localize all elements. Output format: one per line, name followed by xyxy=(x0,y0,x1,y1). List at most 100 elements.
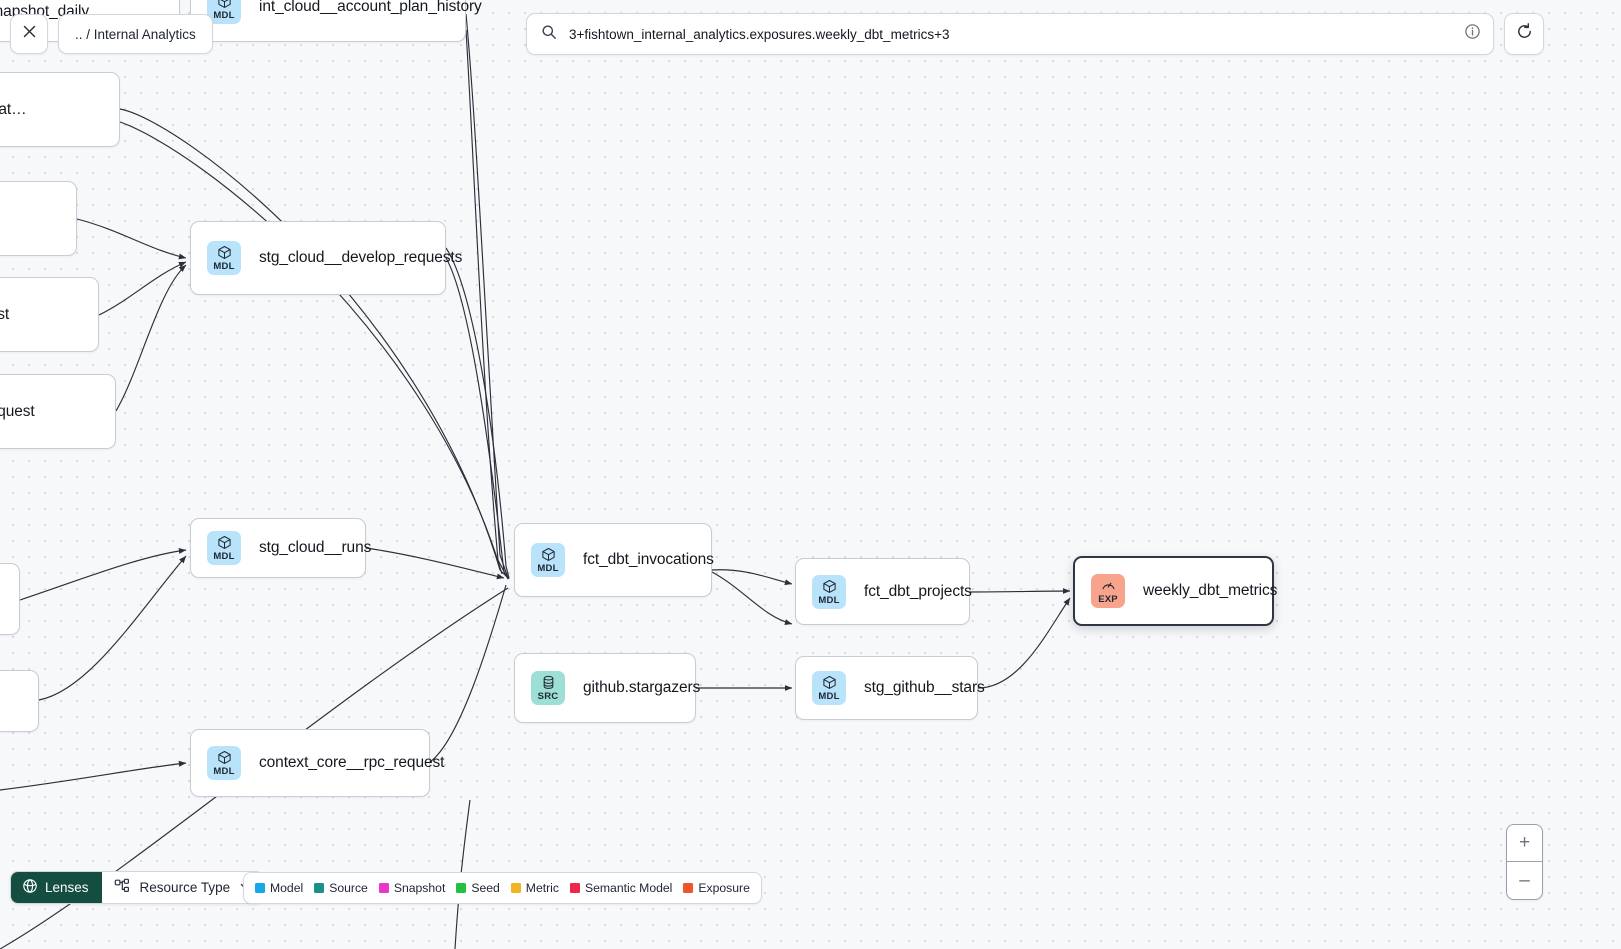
node-label: fct_dbt_invocations xyxy=(583,551,714,568)
node-label: fct_dbt_projects xyxy=(864,582,972,600)
node-type-label: EXP xyxy=(1098,594,1118,605)
legend-item[interactable]: Metric xyxy=(510,881,559,895)
resource-type-icon xyxy=(114,878,131,898)
database-icon xyxy=(541,675,556,690)
node-type-label: MDL xyxy=(213,551,235,562)
graph-node[interactable]: MDL fct_dbt_invocations xyxy=(514,523,714,597)
cube-icon xyxy=(822,675,837,690)
graph-node[interactable]: p_request xyxy=(0,181,77,256)
edge xyxy=(969,588,1071,594)
lenses-label: Lenses xyxy=(45,880,89,895)
graph-node[interactable]: _run xyxy=(0,670,39,732)
breadcrumb[interactable]: .. / Internal Analytics xyxy=(58,14,213,54)
node-type-label: MDL xyxy=(537,563,559,574)
node-type-badge: MDL xyxy=(207,531,241,565)
node-type-badge: MDL xyxy=(812,574,846,609)
cube-icon xyxy=(822,579,837,594)
edge xyxy=(119,121,503,575)
node-type-label: MDL xyxy=(213,766,235,777)
node-label: velop_request xyxy=(0,305,10,323)
graph-node[interactable]: MDL stg_cloud__develop_requests xyxy=(190,221,462,295)
graph-node[interactable]: n xyxy=(0,563,20,635)
legend-label: Snapshot xyxy=(393,881,446,895)
cube-icon xyxy=(217,750,232,765)
edge xyxy=(711,571,793,626)
node-label: github.stargazers xyxy=(583,679,701,696)
lens-icon xyxy=(22,878,38,897)
zoom-in-button[interactable]: + xyxy=(1507,825,1542,862)
legend-swatch xyxy=(314,883,325,893)
legend-swatch xyxy=(255,883,265,893)
refresh-button[interactable] xyxy=(1504,13,1544,55)
edge xyxy=(429,584,507,763)
node-type-label: MDL xyxy=(213,261,235,272)
info-icon[interactable] xyxy=(1464,23,1481,45)
node-label: stg_cloud__develop_requests xyxy=(259,249,463,266)
zoom-out-button[interactable]: – xyxy=(1519,869,1530,891)
close-button[interactable] xyxy=(10,14,48,54)
node-label: multicell_migrat… xyxy=(0,100,27,118)
edge xyxy=(711,569,793,586)
legend-item[interactable]: Semantic Model xyxy=(569,881,672,895)
legend-label: Model xyxy=(270,881,304,895)
lenses-button[interactable]: Lenses xyxy=(11,872,102,903)
edge xyxy=(445,257,510,580)
edge xyxy=(115,264,187,412)
graph-node[interactable]: MDL stg_github__stars xyxy=(795,656,985,720)
node-label: stg_cloud__runs xyxy=(259,539,372,556)
graph-node[interactable]: MDL stg_cloud__runs xyxy=(190,518,371,578)
legend-label: Metric xyxy=(525,881,559,895)
node-label: _develop_request xyxy=(0,402,35,420)
lenses-toolbar: Lenses Resource Type xyxy=(10,871,265,904)
node-type-badge: MDL xyxy=(207,241,241,275)
edge xyxy=(365,547,505,580)
graph-node[interactable]: velop_request xyxy=(0,277,99,352)
legend-swatch xyxy=(456,883,467,893)
search-bar[interactable] xyxy=(526,13,1494,55)
legend-item[interactable]: Snapshot xyxy=(378,881,446,895)
resource-type-label: Resource Type xyxy=(139,880,231,895)
refresh-icon xyxy=(1515,22,1534,46)
legend-label: Seed xyxy=(471,881,500,895)
edge xyxy=(76,218,187,260)
legend-item[interactable]: Seed xyxy=(456,881,500,895)
edge xyxy=(98,261,187,316)
graph-node[interactable]: multicell_migrat… xyxy=(0,72,120,147)
cube-icon xyxy=(541,547,556,562)
search-icon xyxy=(541,24,557,45)
graph-node[interactable]: EXP weekly_dbt_metrics xyxy=(1073,556,1278,626)
node-type-label: MDL xyxy=(818,691,840,702)
node-label: weekly_dbt_metrics xyxy=(1143,582,1278,599)
legend-swatch xyxy=(683,883,694,893)
graph-node[interactable]: SRC github.stargazers xyxy=(514,653,700,723)
graph-node[interactable]: MDL fct_dbt_projects xyxy=(795,558,972,625)
legend-swatch xyxy=(569,883,580,893)
node-type-label: SRC xyxy=(537,691,559,702)
node-type-badge: MDL xyxy=(812,671,846,705)
legend-item[interactable]: Source xyxy=(314,881,368,895)
cube-icon xyxy=(217,0,232,9)
node-type-badge: EXP xyxy=(1091,574,1125,608)
close-icon xyxy=(21,23,38,45)
graph-node[interactable]: _develop_request xyxy=(0,374,116,449)
legend-label: Exposure xyxy=(698,881,750,895)
cube-icon xyxy=(217,245,232,260)
legend-item[interactable]: Model xyxy=(255,881,303,895)
node-type-badge: MDL xyxy=(531,543,565,577)
edge xyxy=(119,108,509,579)
edge xyxy=(445,247,510,579)
legend-label: Source xyxy=(329,881,368,895)
edge xyxy=(0,760,187,791)
node-label: int_cloud__account_plan_history xyxy=(259,0,482,15)
edge xyxy=(19,547,187,601)
resource-type-button[interactable]: Resource Type xyxy=(101,872,264,903)
legend-item[interactable]: Exposure xyxy=(683,881,750,895)
node-label: stg_github__stars xyxy=(864,679,985,696)
node-type-label: MDL xyxy=(818,594,840,606)
search-input[interactable] xyxy=(567,25,1464,43)
legend: Model Source Snapshot Seed Metric Semantic Mo… xyxy=(243,872,762,904)
